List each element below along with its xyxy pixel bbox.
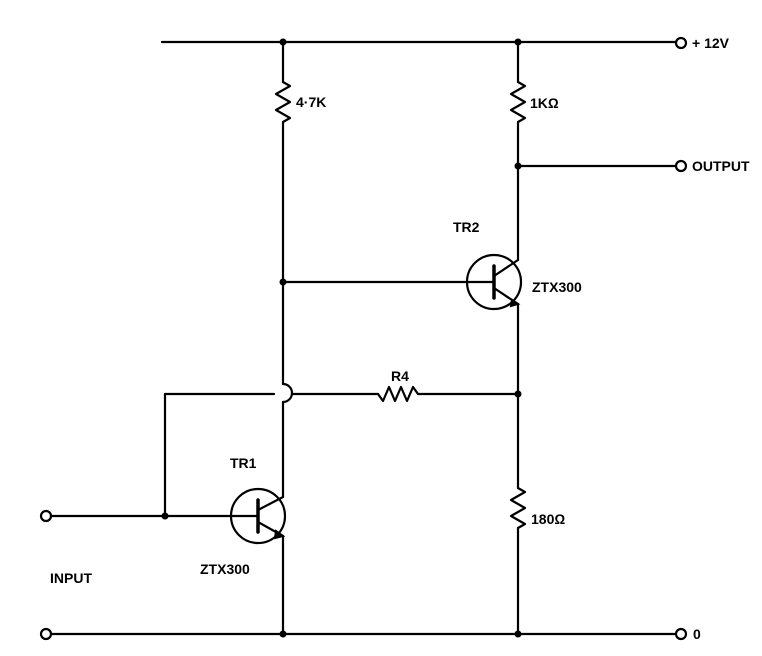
resistor-1k (509, 80, 527, 124)
tr1-transistor-body (229, 487, 287, 545)
r2-label: 1KΩ (530, 95, 559, 111)
supply-label: + 12V (692, 35, 730, 51)
tr1-label: TR1 (230, 455, 257, 471)
ground-terminal-left (39, 627, 53, 641)
input-terminal (39, 509, 53, 523)
ground-terminal-right (674, 627, 688, 641)
output-label: OUTPUT (692, 158, 750, 174)
junction-dot (161, 512, 169, 520)
junction-dot (514, 38, 522, 46)
r4-label: R4 (391, 368, 409, 384)
junction-dot (279, 278, 287, 286)
junction-dot (514, 390, 522, 398)
wire-crossover-hop (281, 382, 294, 404)
tr2-part-label: ZTX300 (532, 279, 582, 295)
junction-dot (514, 630, 522, 638)
junction-dot (514, 162, 522, 170)
tr2-label: TR2 (453, 219, 480, 235)
r1-label: 4·7K (296, 94, 326, 110)
ground-label: 0 (693, 626, 701, 642)
supply-terminal (674, 36, 688, 50)
tr2-collector-lead (492, 258, 520, 278)
input-label: INPUT (50, 570, 92, 586)
resistor-r4 (376, 385, 420, 403)
tr1-collector-lead (256, 495, 285, 512)
resistor-4k7 (274, 80, 292, 124)
resistor-180 (509, 486, 527, 530)
r3-label: 180Ω (531, 511, 565, 527)
junction-dot (279, 38, 287, 46)
output-terminal (674, 159, 688, 173)
tr2-emitter-arrow (509, 298, 521, 308)
tr1-part-label: ZTX300 (200, 561, 250, 577)
tr1-emitter-arrow (273, 529, 286, 540)
junction-dot (279, 630, 287, 638)
